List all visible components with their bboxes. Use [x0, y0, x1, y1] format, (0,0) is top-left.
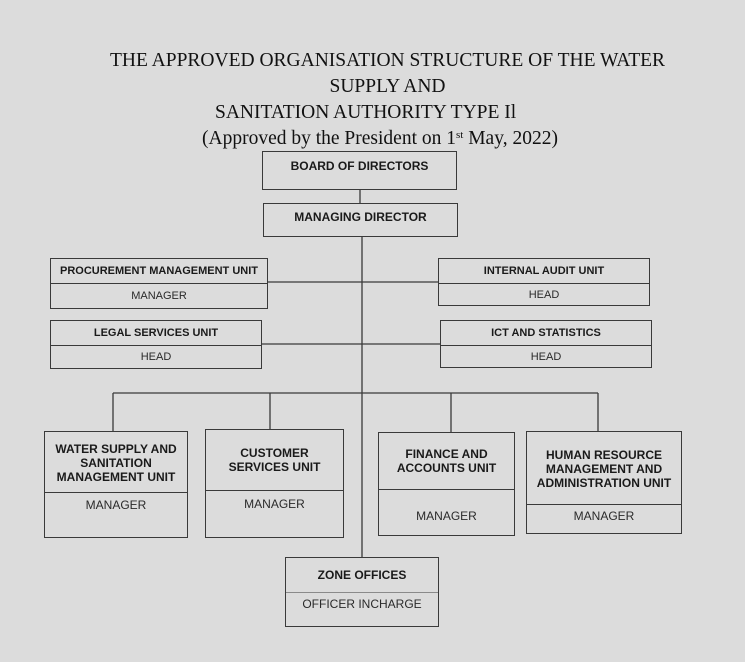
board-of-directors-label: BOARD OF DIRECTORS — [290, 159, 429, 173]
zone-offices-label: ZONE OFFICES — [317, 568, 407, 582]
finance-accounts-unit-label: FINANCE AND ACCOUNTS UNIT — [396, 447, 497, 475]
ict-statistics-box: ICT AND STATISTICS HEAD — [440, 320, 652, 368]
ict-statistics-label: ICT AND STATISTICS — [491, 327, 601, 339]
title-line-2: SUPPLY AND — [329, 76, 446, 97]
legal-services-unit-label: LEGAL SERVICES UNIT — [93, 327, 219, 339]
customer-services-unit-head: MANAGER — [206, 490, 343, 537]
water-supply-unit-box: WATER SUPPLY AND SANITATION MANAGEMENT U… — [44, 431, 188, 538]
ict-statistics-head: HEAD — [441, 345, 651, 367]
approval-note-sup: st — [456, 129, 464, 141]
human-resource-unit-box: HUMAN RESOURCE MANAGEMENT AND ADMINISTRA… — [526, 431, 682, 534]
approval-note: (Approved by the President on 1st May, 2… — [202, 128, 558, 150]
water-supply-unit-label: WATER SUPPLY AND SANITATION MANAGEMENT U… — [55, 442, 177, 484]
customer-services-unit-label: CUSTOMER SERVICES UNIT — [228, 446, 321, 474]
managing-director-box: MANAGING DIRECTOR — [263, 203, 458, 237]
legal-services-unit-box: LEGAL SERVICES UNIT HEAD — [50, 320, 262, 369]
procurement-unit-label: PROCUREMENT MANAGEMENT UNIT — [60, 265, 258, 277]
customer-services-unit-box: CUSTOMER SERVICES UNIT MANAGER — [205, 429, 344, 538]
approval-note-prefix: (Approved by the President on 1 — [202, 128, 456, 149]
board-of-directors-box: BOARD OF DIRECTORS — [262, 151, 457, 190]
managing-director-label: MANAGING DIRECTOR — [294, 210, 427, 224]
internal-audit-unit-head: HEAD — [439, 283, 649, 305]
finance-accounts-unit-box: FINANCE AND ACCOUNTS UNIT MANAGER — [378, 432, 515, 536]
title-line-1: THE APPROVED ORGANISATION STRUCTURE OF T… — [109, 50, 666, 71]
water-supply-unit-head: MANAGER — [45, 492, 187, 537]
internal-audit-unit-box: INTERNAL AUDIT UNIT HEAD — [438, 258, 650, 306]
human-resource-unit-head: MANAGER — [527, 504, 681, 533]
procurement-unit-head: MANAGER — [51, 283, 267, 308]
legal-services-unit-head: HEAD — [51, 345, 261, 368]
internal-audit-unit-label: INTERNAL AUDIT UNIT — [483, 265, 605, 277]
finance-accounts-unit-head: MANAGER — [379, 489, 514, 535]
procurement-unit-box: PROCUREMENT MANAGEMENT UNIT MANAGER — [50, 258, 268, 309]
zone-offices-box: ZONE OFFICES OFFICER INCHARGE — [285, 557, 439, 627]
title-line-3: SANITATION AUTHORITY TYPE Il — [215, 102, 517, 123]
human-resource-unit-label: HUMAN RESOURCE MANAGEMENT AND ADMINISTRA… — [536, 448, 672, 490]
approval-note-suffix: May, 2022) — [463, 128, 558, 149]
zone-offices-head: OFFICER INCHARGE — [286, 592, 438, 626]
